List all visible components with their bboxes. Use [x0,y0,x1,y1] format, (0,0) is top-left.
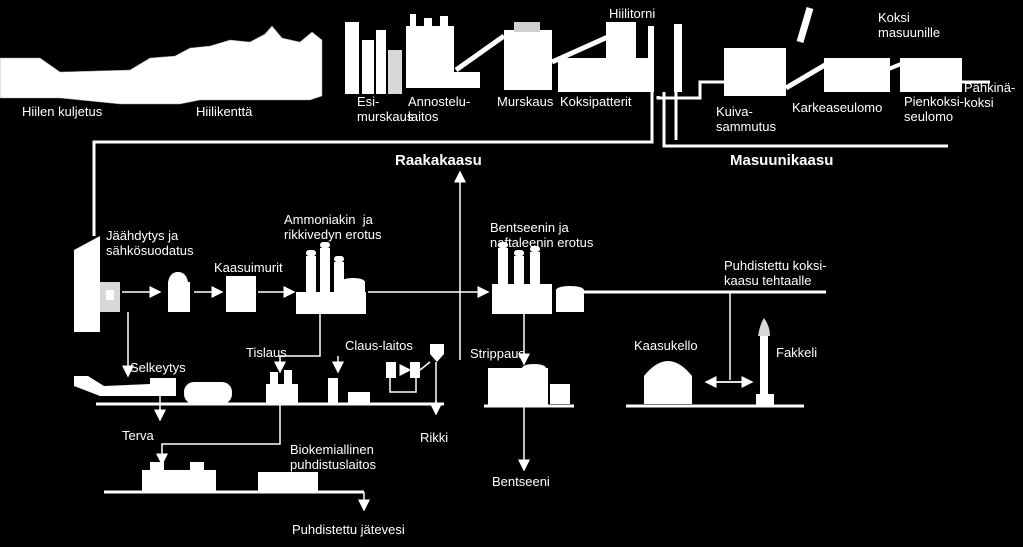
clarification-tank [74,376,176,396]
coal-yard-stacks [345,14,416,94]
label-rikki: Rikki [420,430,449,445]
claus-plant [386,344,444,378]
gas-exhausters [226,276,256,312]
label-puhdistettu-jatevesi: Puhdistettu jätevesi [292,522,405,537]
dosing-plant [406,16,506,88]
label-koksipatterit: Koksipatterit [560,94,632,109]
label-strippaus: Strippaus [470,346,525,361]
ammonia-h2s-columns [296,242,366,314]
cooling-electrostatic-precipitator [74,236,120,332]
gas-header-lines [92,92,948,236]
distillation-unit [266,370,298,404]
label-hiilen-kuljetus: Hiilen kuljetus [22,104,103,119]
coal-transport-silhouette [0,25,323,105]
label-kaasuimurit: Kaasuimurit [214,260,283,275]
filter-unit [168,272,190,312]
label-kuivasammutus: Kuiva- sammutus [716,104,776,134]
label-raakakaasu: Raakakaasu [395,152,482,169]
label-hiilikentta: Hiilikenttä [196,104,253,119]
label-bentseenin-erotus: Bentseenin ja naftaleenin erotus [490,220,594,250]
dry-quenching [724,48,832,96]
coke-ovens [558,22,682,92]
label-pahkinakoksi: Pähkinä- koksi [964,80,1016,110]
tar-tanks [184,382,232,404]
label-annostelulaitos: Annostelu- laitos [408,94,471,124]
small-towers [328,378,370,404]
label-ammoniakin-erotus: Ammoniakin ja rikkivedyn erotus [284,212,382,242]
benzene-naphthalene-columns [492,242,584,314]
label-fakkeli: Fakkeli [776,345,818,360]
label-claus-laitos: Claus-laitos [345,338,413,353]
label-karkeaseulomo: Karkeaseulomo [792,100,883,115]
label-hiilitorni: Hiilitorni [609,6,656,21]
label-tislaus: Tislaus [246,345,287,360]
label-murskaus: Murskaus [497,94,554,109]
label-kaasukello: Kaasukello [634,338,698,353]
label-masuunikaasu: Masuunikaasu [730,152,834,169]
label-jaahdytys-sahkosuodatus: Jäähdytys ja sähkösuodatus [106,228,194,258]
flow-lines [122,312,530,472]
flare-stack [756,318,774,406]
label-selkeytys: Selkeytys [130,360,186,375]
label-biokemiallinen: Biokemiallinen puhdistuslaitos [290,442,376,472]
biochemical-treatment-plant [142,462,318,492]
label-esimurskaus: Esi- murskaus [357,94,414,124]
label-terva: Terva [122,428,154,443]
gas-holder [644,361,692,404]
label-pienkoksiseulomo: Pienkoksi- seulomo [904,94,964,124]
label-bentseeni: Bentseeni [492,474,550,489]
crushing-building [504,22,612,90]
stripping-unit [488,364,570,406]
fine-coke-screening [900,58,990,92]
label-puhdistettu-koksikaasu: Puhdistettu koksi- kaasu tehtaalle [724,258,827,288]
label-koksi-masuunille: Koksi masuunille [878,10,941,40]
